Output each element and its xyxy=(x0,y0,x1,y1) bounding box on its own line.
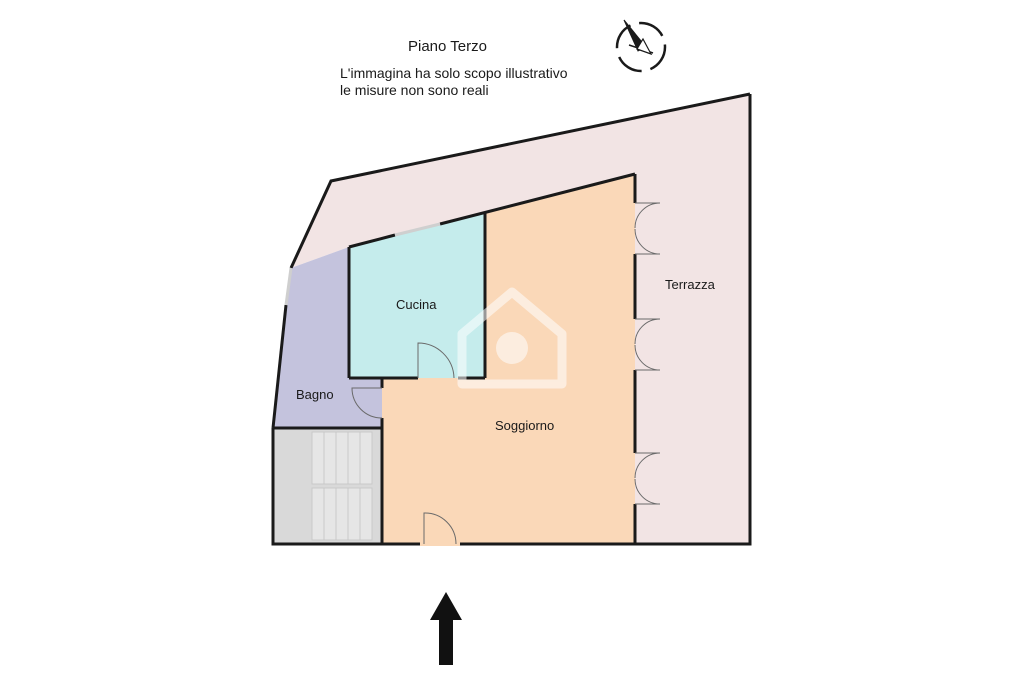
compass-icon xyxy=(615,19,667,73)
doors xyxy=(351,202,661,545)
disclaimer-line-1: L'immagina ha solo scopo illustrativo xyxy=(340,65,568,81)
logo-watermark xyxy=(457,287,567,389)
stair-steps xyxy=(311,431,373,541)
entrance-arrow-icon xyxy=(430,592,462,665)
windows xyxy=(284,222,441,306)
room-label-bathroom: Bagno xyxy=(296,387,334,402)
room-label-kitchen: Cucina xyxy=(396,297,437,312)
walls xyxy=(271,92,752,546)
disclaimer-line-2: le misure non sono reali xyxy=(340,82,489,98)
kitchen-area xyxy=(349,212,485,378)
room-label-living: Soggiorno xyxy=(495,418,554,433)
room-label-terrace: Terrazza xyxy=(665,277,716,292)
bathroom-area xyxy=(273,247,382,428)
floor-title: Piano Terzo xyxy=(408,38,487,55)
